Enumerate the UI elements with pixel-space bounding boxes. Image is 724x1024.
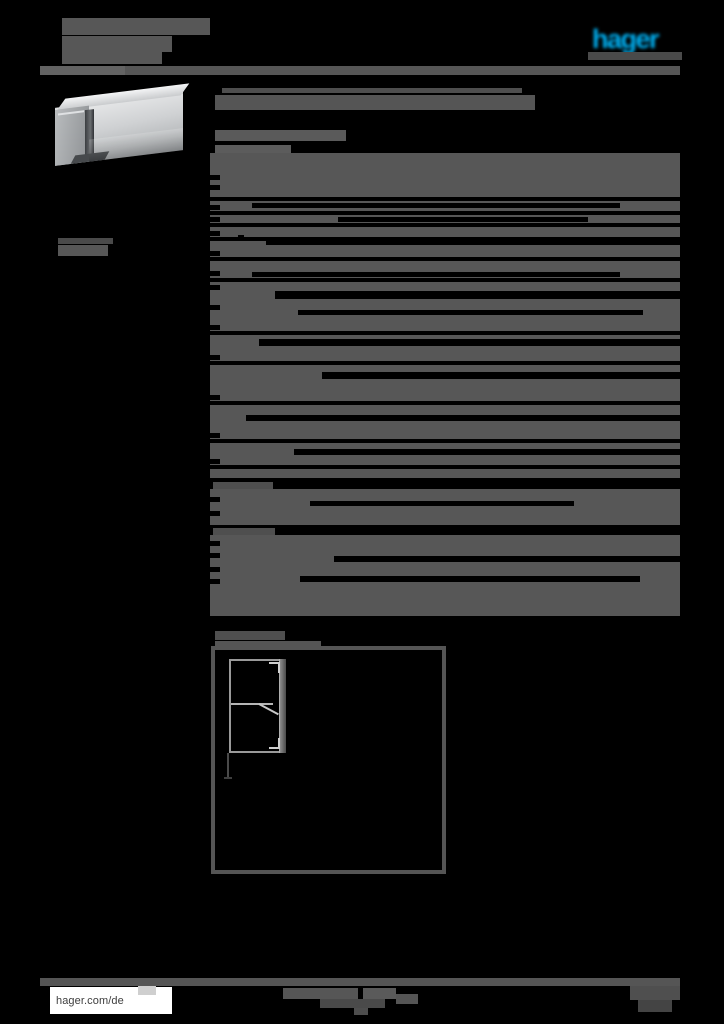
page-subtitle bbox=[215, 130, 346, 141]
table-cell-label bbox=[210, 541, 220, 546]
footer-center-text-4 bbox=[396, 994, 418, 1004]
product-photo bbox=[55, 83, 190, 178]
footer-page-number bbox=[630, 986, 680, 1000]
spec-table-2 bbox=[210, 489, 680, 525]
footer-center-text-3 bbox=[320, 999, 385, 1008]
left-caption-line-2 bbox=[58, 245, 108, 256]
table-cell-label bbox=[210, 553, 220, 558]
table-cell-value bbox=[275, 291, 680, 299]
logo-blur-overlay bbox=[588, 24, 682, 54]
footer-center-text-2 bbox=[363, 988, 396, 999]
document-title-line-2 bbox=[62, 36, 172, 52]
document-title-line-3 bbox=[62, 52, 162, 64]
header-divider-accent bbox=[40, 66, 125, 75]
table-cell-value bbox=[259, 339, 680, 346]
table-cell-value bbox=[294, 449, 680, 455]
table-cell-value bbox=[252, 272, 620, 277]
table-cell-value bbox=[338, 217, 588, 222]
technical-drawing-frame bbox=[211, 646, 446, 874]
table-row bbox=[210, 197, 680, 201]
table-cell-value bbox=[322, 372, 680, 379]
profile-divider-line bbox=[231, 703, 273, 705]
table-cell-label bbox=[210, 285, 220, 290]
table-row bbox=[210, 211, 680, 215]
table-cell-label bbox=[210, 175, 220, 180]
table-cell-label bbox=[210, 433, 220, 438]
table-cell-value bbox=[266, 237, 680, 245]
spec-table bbox=[210, 153, 680, 478]
profile-clip-bottom bbox=[269, 738, 280, 749]
footer-url[interactable]: hager.com/de bbox=[56, 994, 124, 1007]
table-cell-label bbox=[210, 579, 220, 584]
page-title-overline bbox=[222, 88, 522, 93]
dimension-line-vertical bbox=[227, 753, 229, 779]
table-cell-label bbox=[210, 251, 220, 256]
document-title-line-1 bbox=[62, 18, 210, 35]
table-cell-label bbox=[210, 395, 220, 400]
table-cell-label bbox=[210, 459, 220, 464]
table-cell-label bbox=[210, 217, 220, 222]
section-heading bbox=[215, 145, 291, 154]
table-cell-label bbox=[210, 511, 220, 516]
footer-divider bbox=[40, 978, 680, 986]
table-row bbox=[210, 257, 680, 261]
table-row bbox=[210, 278, 680, 282]
table-cell-value bbox=[300, 576, 640, 582]
table-cell-value bbox=[246, 415, 680, 421]
header-divider bbox=[40, 66, 680, 75]
table-cell-label bbox=[210, 567, 220, 572]
left-caption-line-1 bbox=[58, 238, 113, 244]
spec-table-3-caption bbox=[213, 528, 275, 535]
table-cell-value bbox=[334, 556, 680, 562]
dimension-tick bbox=[224, 777, 232, 779]
table-cell-label bbox=[210, 325, 220, 330]
table-row bbox=[210, 439, 680, 443]
page-title bbox=[215, 95, 535, 110]
profile-clip-top bbox=[269, 662, 280, 673]
table-bullet-marker bbox=[238, 235, 244, 241]
table-cell-label bbox=[210, 305, 220, 310]
footer-page-number-sub bbox=[638, 1000, 672, 1012]
footer-url-highlight bbox=[138, 986, 156, 995]
table-cell-value bbox=[310, 501, 574, 506]
table-row bbox=[210, 361, 680, 365]
profile-outline bbox=[229, 659, 285, 753]
spec-table-2-caption bbox=[213, 482, 273, 489]
footer-url-box[interactable]: hager.com/de bbox=[50, 987, 172, 1014]
footer-center-text-1 bbox=[283, 988, 358, 999]
profile-right-wall bbox=[279, 659, 286, 753]
table-cell-value bbox=[252, 203, 620, 208]
footer-center-text-5 bbox=[354, 1008, 368, 1015]
spec-table-3 bbox=[210, 535, 680, 616]
table-row bbox=[210, 401, 680, 405]
table-cell-label bbox=[210, 185, 220, 190]
table-cell-label bbox=[210, 497, 220, 502]
trunking-cross-section-icon bbox=[224, 659, 291, 779]
logo-underline bbox=[588, 52, 682, 60]
drawing-caption-line-1 bbox=[215, 631, 285, 640]
table-cell-label bbox=[210, 205, 220, 210]
table-cell-label bbox=[210, 355, 220, 360]
table-row bbox=[210, 331, 680, 335]
hager-logo: hager bbox=[588, 24, 682, 54]
drawing-caption-line-2 bbox=[215, 641, 321, 650]
table-cell-label bbox=[210, 231, 220, 236]
table-row bbox=[210, 465, 680, 469]
table-cell-value bbox=[298, 310, 643, 315]
table-cell-label bbox=[210, 271, 220, 276]
table-row bbox=[210, 223, 680, 227]
